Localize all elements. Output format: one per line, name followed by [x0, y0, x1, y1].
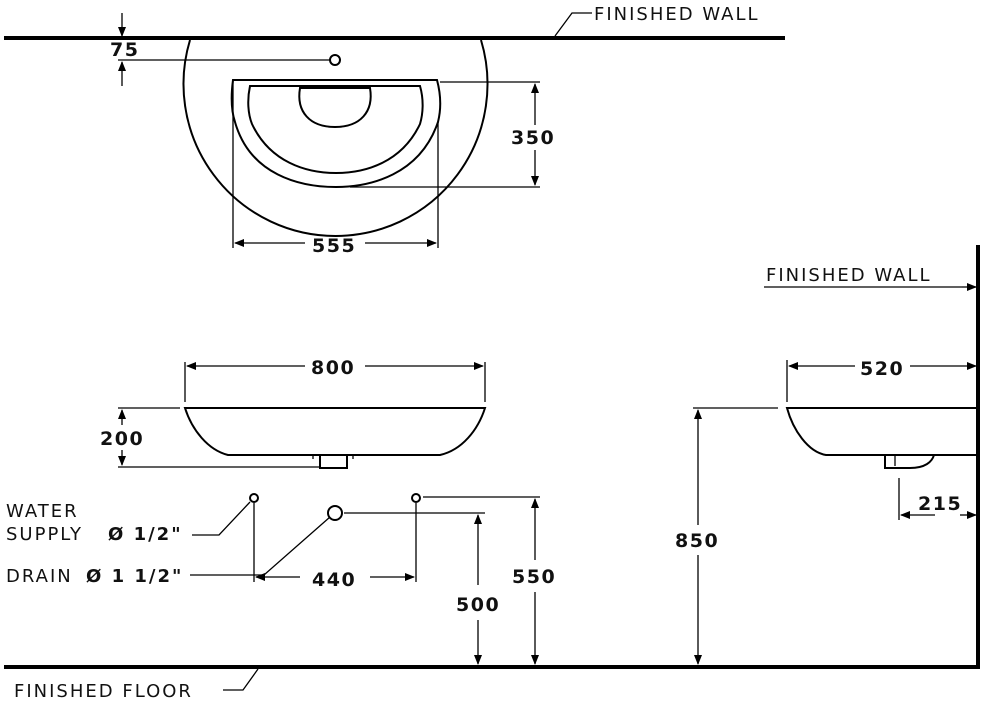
drain-label-size: Ø 1 1/2"	[86, 566, 183, 587]
dim-215-label: 215	[918, 493, 962, 515]
dim-200-label: 200	[100, 428, 144, 450]
side-view: FINISHED WALL 520 215 850	[675, 245, 980, 668]
basin-side-outline	[785, 407, 979, 456]
front-view: 800 200 WATER SUPPLY Ø 1/2" DRAIN Ø 1 1/…	[6, 357, 556, 665]
finished-wall-side-label: FINISHED WALL	[766, 265, 932, 286]
dim-500-label: 500	[456, 594, 500, 616]
basin-front-outline	[183, 407, 487, 456]
water-label-line2: SUPPLY	[6, 524, 83, 545]
tap-hole	[329, 54, 341, 66]
dim-350-label: 350	[511, 127, 555, 149]
drain-leader	[190, 516, 331, 576]
water-supply-left	[249, 493, 259, 503]
wall-top-leader	[554, 12, 592, 37]
floor: FINISHED FLOOR	[4, 665, 980, 702]
water-leader	[192, 501, 251, 536]
dim-520-label: 520	[860, 358, 904, 380]
trap-side	[884, 454, 935, 469]
bowl-inner	[247, 85, 424, 175]
finished-floor-label: FINISHED FLOOR	[14, 681, 193, 702]
plan-view: FINISHED WALL 75 350 555	[4, 4, 785, 257]
basin-outline-plan	[182, 39, 489, 237]
water-supply-right	[411, 493, 421, 503]
dim-800-label: 800	[311, 357, 355, 379]
drain-label: DRAIN	[6, 566, 73, 587]
dim-555-label: 555	[312, 235, 356, 257]
dim-75-label: 75	[110, 39, 139, 61]
drain-stub-front	[319, 454, 348, 469]
bowl-outer	[230, 79, 442, 189]
overflow-slot	[298, 87, 372, 129]
dim-850-label: 850	[675, 530, 719, 552]
water-label-size: Ø 1/2"	[108, 524, 183, 545]
dim-440-label: 440	[312, 569, 356, 591]
finished-wall-top-label: FINISHED WALL	[594, 4, 760, 25]
dim-550-label: 550	[512, 566, 556, 588]
drain-hole	[327, 505, 343, 521]
water-label-line1: WATER	[6, 501, 79, 522]
floor-leader	[223, 668, 259, 691]
